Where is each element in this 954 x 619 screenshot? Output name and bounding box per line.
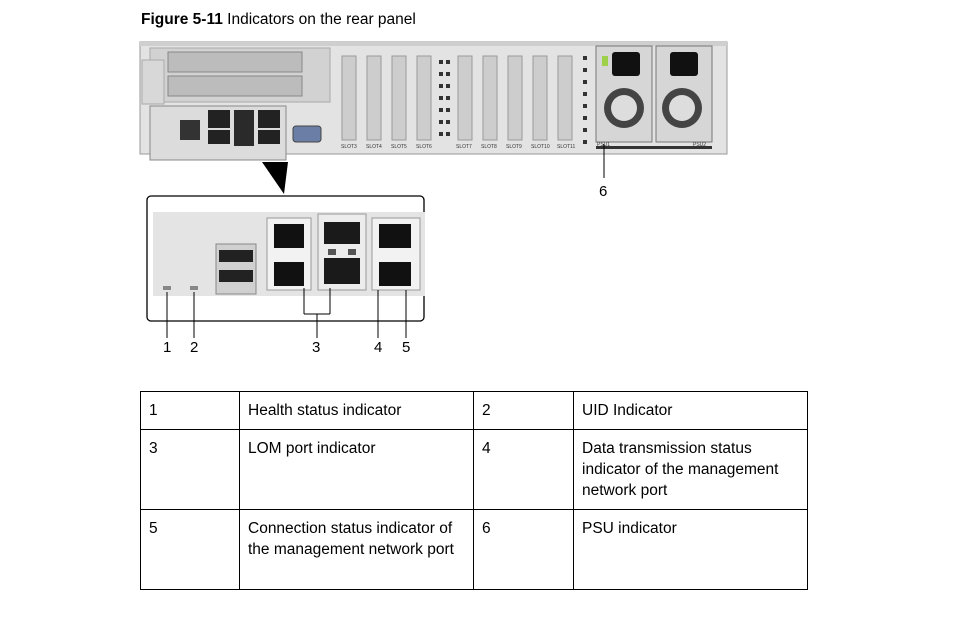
callout-number: 5 — [402, 339, 411, 356]
zoomed-io-detail — [146, 195, 425, 322]
legend-description: LOM port indicator — [239, 429, 474, 510]
slot-label: SLOT10 — [531, 144, 550, 150]
legend-description: PSU indicator — [573, 509, 808, 590]
slot-label: SLOT5 — [391, 144, 407, 150]
rear-panel-figure: SLOT3 SLOT4 SLOT5 SLOT6 SLOT7 SLOT8 SLOT… — [139, 41, 728, 338]
figure-title: Indicators on the rear panel — [227, 11, 416, 28]
legend-description: Connection status indicator of the manag… — [239, 509, 474, 590]
table-row: 1 Health status indicator 2 UID Indicato… — [140, 391, 808, 430]
callout-number: 4 — [374, 339, 383, 356]
zoom-pointer — [262, 162, 288, 194]
legend-table: 1 Health status indicator 2 UID Indicato… — [140, 391, 808, 590]
slot-label: SLOT4 — [366, 144, 382, 150]
callout-lines — [166, 144, 605, 338]
callout-number: 3 — [312, 339, 321, 356]
legend-description: Health status indicator — [239, 391, 474, 430]
slot-label: SLOT11 — [557, 144, 575, 150]
legend-number: 6 — [473, 509, 574, 590]
slot-label: SLOT8 — [481, 144, 497, 150]
legend-description: UID Indicator — [573, 391, 808, 430]
legend-number: 4 — [473, 429, 574, 510]
slot-label: SLOT6 — [416, 144, 432, 150]
legend-number: 2 — [473, 391, 574, 430]
figure-number: Figure 5-11 — [141, 11, 223, 28]
slot-label: SLOT9 — [506, 144, 522, 150]
callout-number: 1 — [163, 339, 172, 356]
callout-number: 6 — [599, 183, 608, 200]
slot-label: SLOT7 — [456, 144, 472, 150]
callout-number: 2 — [190, 339, 199, 356]
slot-label: SLOT3 — [341, 144, 357, 150]
legend-description: Data transmission status indicator of th… — [573, 429, 808, 510]
legend-number: 5 — [140, 509, 240, 590]
slot-labels: SLOT3 SLOT4 SLOT5 SLOT6 SLOT7 SLOT8 SLOT… — [341, 142, 706, 150]
table-row: 3 LOM port indicator 4 Data transmission… — [140, 429, 808, 510]
figure-caption: Figure 5-11 Indicators on the rear panel — [141, 11, 416, 29]
legend-number: 3 — [140, 429, 240, 510]
chassis — [139, 41, 728, 161]
table-row: 5 Connection status indicator of the man… — [140, 509, 808, 590]
legend-number: 1 — [140, 391, 240, 430]
psu-label: PSU2 — [693, 142, 706, 148]
